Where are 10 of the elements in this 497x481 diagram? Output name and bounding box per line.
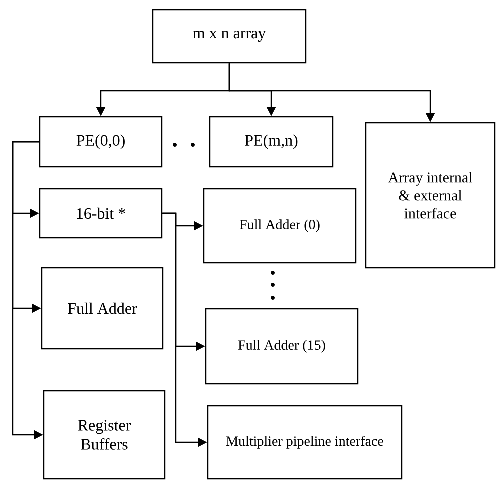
block-box: Full Adder (0): [203, 188, 357, 264]
block-box: PE(m,n): [209, 116, 334, 168]
block-box: Full Adder (15): [205, 308, 359, 385]
block-box: 16-bit *: [39, 188, 163, 239]
block-box: m x n array: [152, 9, 307, 64]
block-box: Full Adder: [41, 267, 164, 350]
block-box: Register Buffers: [43, 390, 166, 480]
block-box: Array internal & external interface: [365, 122, 496, 269]
block-box: Multiplier pipeline interface: [207, 405, 403, 480]
block-box: PE(0,0): [39, 116, 163, 168]
